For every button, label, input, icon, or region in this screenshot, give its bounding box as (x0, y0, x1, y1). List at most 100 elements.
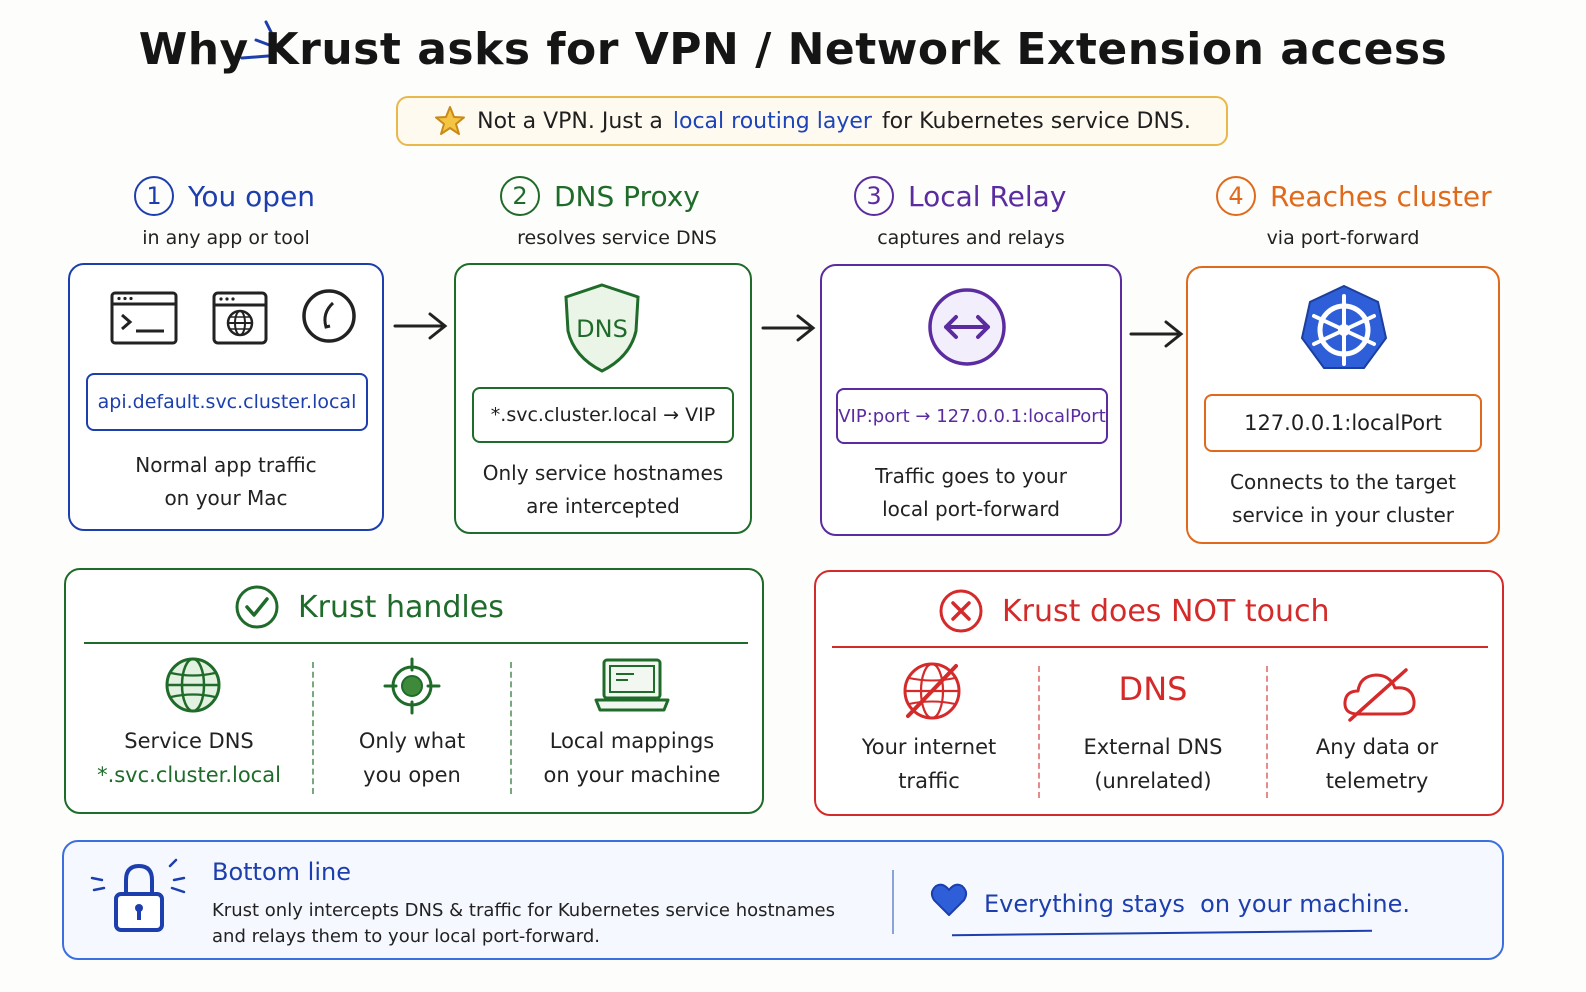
banner-text-before: Not a VPN. Just a (477, 108, 663, 134)
browser-globe-icon (212, 291, 268, 345)
step-title: DNS Proxy (554, 179, 700, 213)
step-1-card: api.default.svc.cluster.local Normal app… (68, 263, 384, 531)
bottom-line-text: Krust only intercepts DNS & traffic for … (212, 898, 835, 950)
laptop-icon (594, 658, 670, 712)
handles-item-2: Only what you open (314, 724, 510, 792)
column-divider (1266, 666, 1268, 798)
bottom-line-2: and relays them to your local port-forwa… (212, 926, 601, 947)
step-title: Reaches cluster (1270, 179, 1492, 213)
dns-shield-label: DNS (576, 315, 628, 343)
heart-icon (930, 883, 968, 916)
column-divider (510, 662, 512, 794)
step-4-header: 4 Reaches cluster (1216, 176, 1492, 216)
x-circle-icon (939, 589, 983, 633)
desc-line-1: Only service hostnames (482, 461, 724, 485)
flow-arrow-1 (392, 308, 450, 353)
step-2-pill: *.svc.cluster.local → VIP (472, 387, 734, 443)
item-line-2: you open (363, 763, 461, 787)
desc-line-1: Connects to the target (1230, 470, 1456, 494)
item-line-2: traffic (898, 769, 960, 793)
not-touch-item-3: Any data or telemetry (1270, 730, 1484, 798)
kubernetes-helm-icon (1300, 284, 1388, 369)
item-line-1: Local mappings (549, 729, 715, 753)
relay-arrows-icon (928, 288, 1006, 366)
lock-icon (90, 858, 186, 932)
step-subtitle: resolves service DNS (517, 227, 717, 249)
step-3-header: 3 Local Relay (854, 176, 1066, 216)
item-line-1: Service DNS (124, 729, 254, 753)
target-icon (383, 657, 441, 715)
desc-line-2: service in your cluster (1232, 503, 1454, 527)
not-touch-item-1: Your internet traffic (822, 730, 1036, 798)
desc-line-2: are intercepted (526, 494, 680, 518)
bottom-line-1: Krust only intercepts DNS & traffic for … (212, 900, 835, 921)
no-cloud-icon (1343, 668, 1416, 722)
globe-icon (165, 657, 221, 713)
step-2-card: DNS *.svc.cluster.local → VIP Only servi… (454, 263, 752, 534)
desc-line-2: on your Mac (164, 486, 288, 510)
not-touch-item-2: External DNS (unrelated) (1042, 730, 1264, 798)
item-line-2: telemetry (1325, 769, 1429, 793)
not-touch-header: Krust does NOT touch (938, 588, 1330, 634)
step-1-desc: Normal app traffic on your Mac (70, 449, 382, 515)
step-number: 3 (854, 176, 894, 216)
step-subtitle: via port-forward (1266, 227, 1420, 249)
divider (84, 642, 748, 644)
emphasis-rays-icon (240, 20, 276, 60)
step-2-header: 2 DNS Proxy (500, 176, 700, 216)
item-line-1: Only what (358, 729, 466, 753)
step-1-header: 1 You open (134, 176, 315, 216)
handles-title: Krust handles (298, 589, 504, 625)
step-3-pill: VIP:port → 127.0.0.1:localPort (836, 388, 1108, 444)
item-line-2: (unrelated) (1094, 769, 1212, 793)
desc-line-1: Normal app traffic (135, 453, 317, 477)
desc-line-1: Traffic goes to your (875, 464, 1067, 488)
step-number: 2 (500, 176, 540, 216)
banner-highlight: local routing layer (672, 108, 872, 134)
handles-header: Krust handles (234, 584, 504, 630)
item-line-2: *.svc.cluster.local (97, 763, 281, 787)
handles-panel: Krust handles Service DNS *.svc.cluster.… (64, 568, 764, 814)
step-2-desc: Only service hostnames are intercepted (456, 457, 750, 523)
bottom-tagline: Everything stays on your machine. (984, 890, 1411, 918)
divider (832, 646, 1488, 648)
check-circle-icon (235, 585, 279, 629)
item-line-1: Your internet (861, 735, 997, 759)
step-number: 4 (1216, 176, 1256, 216)
external-dns-icon-text: DNS (1118, 670, 1188, 708)
item-line-2: on your machine (543, 763, 721, 787)
desc-line-2: local port-forward (882, 497, 1060, 521)
dns-shield-icon: DNS (564, 283, 640, 373)
handles-item-1: Service DNS *.svc.cluster.local (76, 724, 302, 792)
item-line-1: Any data or (1315, 735, 1439, 759)
flow-arrow-3 (1128, 316, 1186, 361)
banner: Not a VPN. Just a local routing layer fo… (396, 96, 1228, 146)
step-number: 1 (134, 176, 174, 216)
step-title: You open (188, 179, 316, 213)
step-4-card: 127.0.0.1:localPort Connects to the targ… (1186, 266, 1500, 544)
bottom-line-panel: Bottom line Krust only intercepts DNS & … (62, 840, 1504, 960)
step-1-pill: api.default.svc.cluster.local (86, 373, 368, 431)
divider (892, 870, 894, 934)
bottom-line-title: Bottom line (212, 858, 351, 886)
flow-arrow-2 (760, 310, 818, 355)
no-internet-icon (903, 662, 961, 720)
step-4-pill: 127.0.0.1:localPort (1204, 394, 1482, 452)
step-3-desc: Traffic goes to your local port-forward (822, 460, 1120, 526)
banner-text-after: for Kubernetes service DNS. (881, 108, 1191, 134)
step-title: Local Relay (908, 179, 1067, 213)
column-divider (312, 662, 314, 794)
step-4-desc: Connects to the target service in your c… (1188, 466, 1498, 532)
not-touch-title: Krust does NOT touch (1002, 593, 1330, 629)
column-divider (1038, 666, 1040, 798)
step-subtitle: in any app or tool (142, 227, 310, 249)
app-icon (302, 289, 356, 343)
tagline-underline (952, 929, 1372, 937)
not-touch-panel: Krust does NOT touch Your internet traff… (814, 570, 1504, 816)
step-subtitle: captures and relays (877, 227, 1065, 249)
page-title: Why Krust asks for VPN / Network Extensi… (138, 24, 1448, 75)
terminal-icon (110, 291, 178, 345)
item-line-1: External DNS (1083, 735, 1223, 759)
star-icon (435, 106, 466, 135)
step-3-card: VIP:port → 127.0.0.1:localPort Traffic g… (820, 264, 1122, 536)
